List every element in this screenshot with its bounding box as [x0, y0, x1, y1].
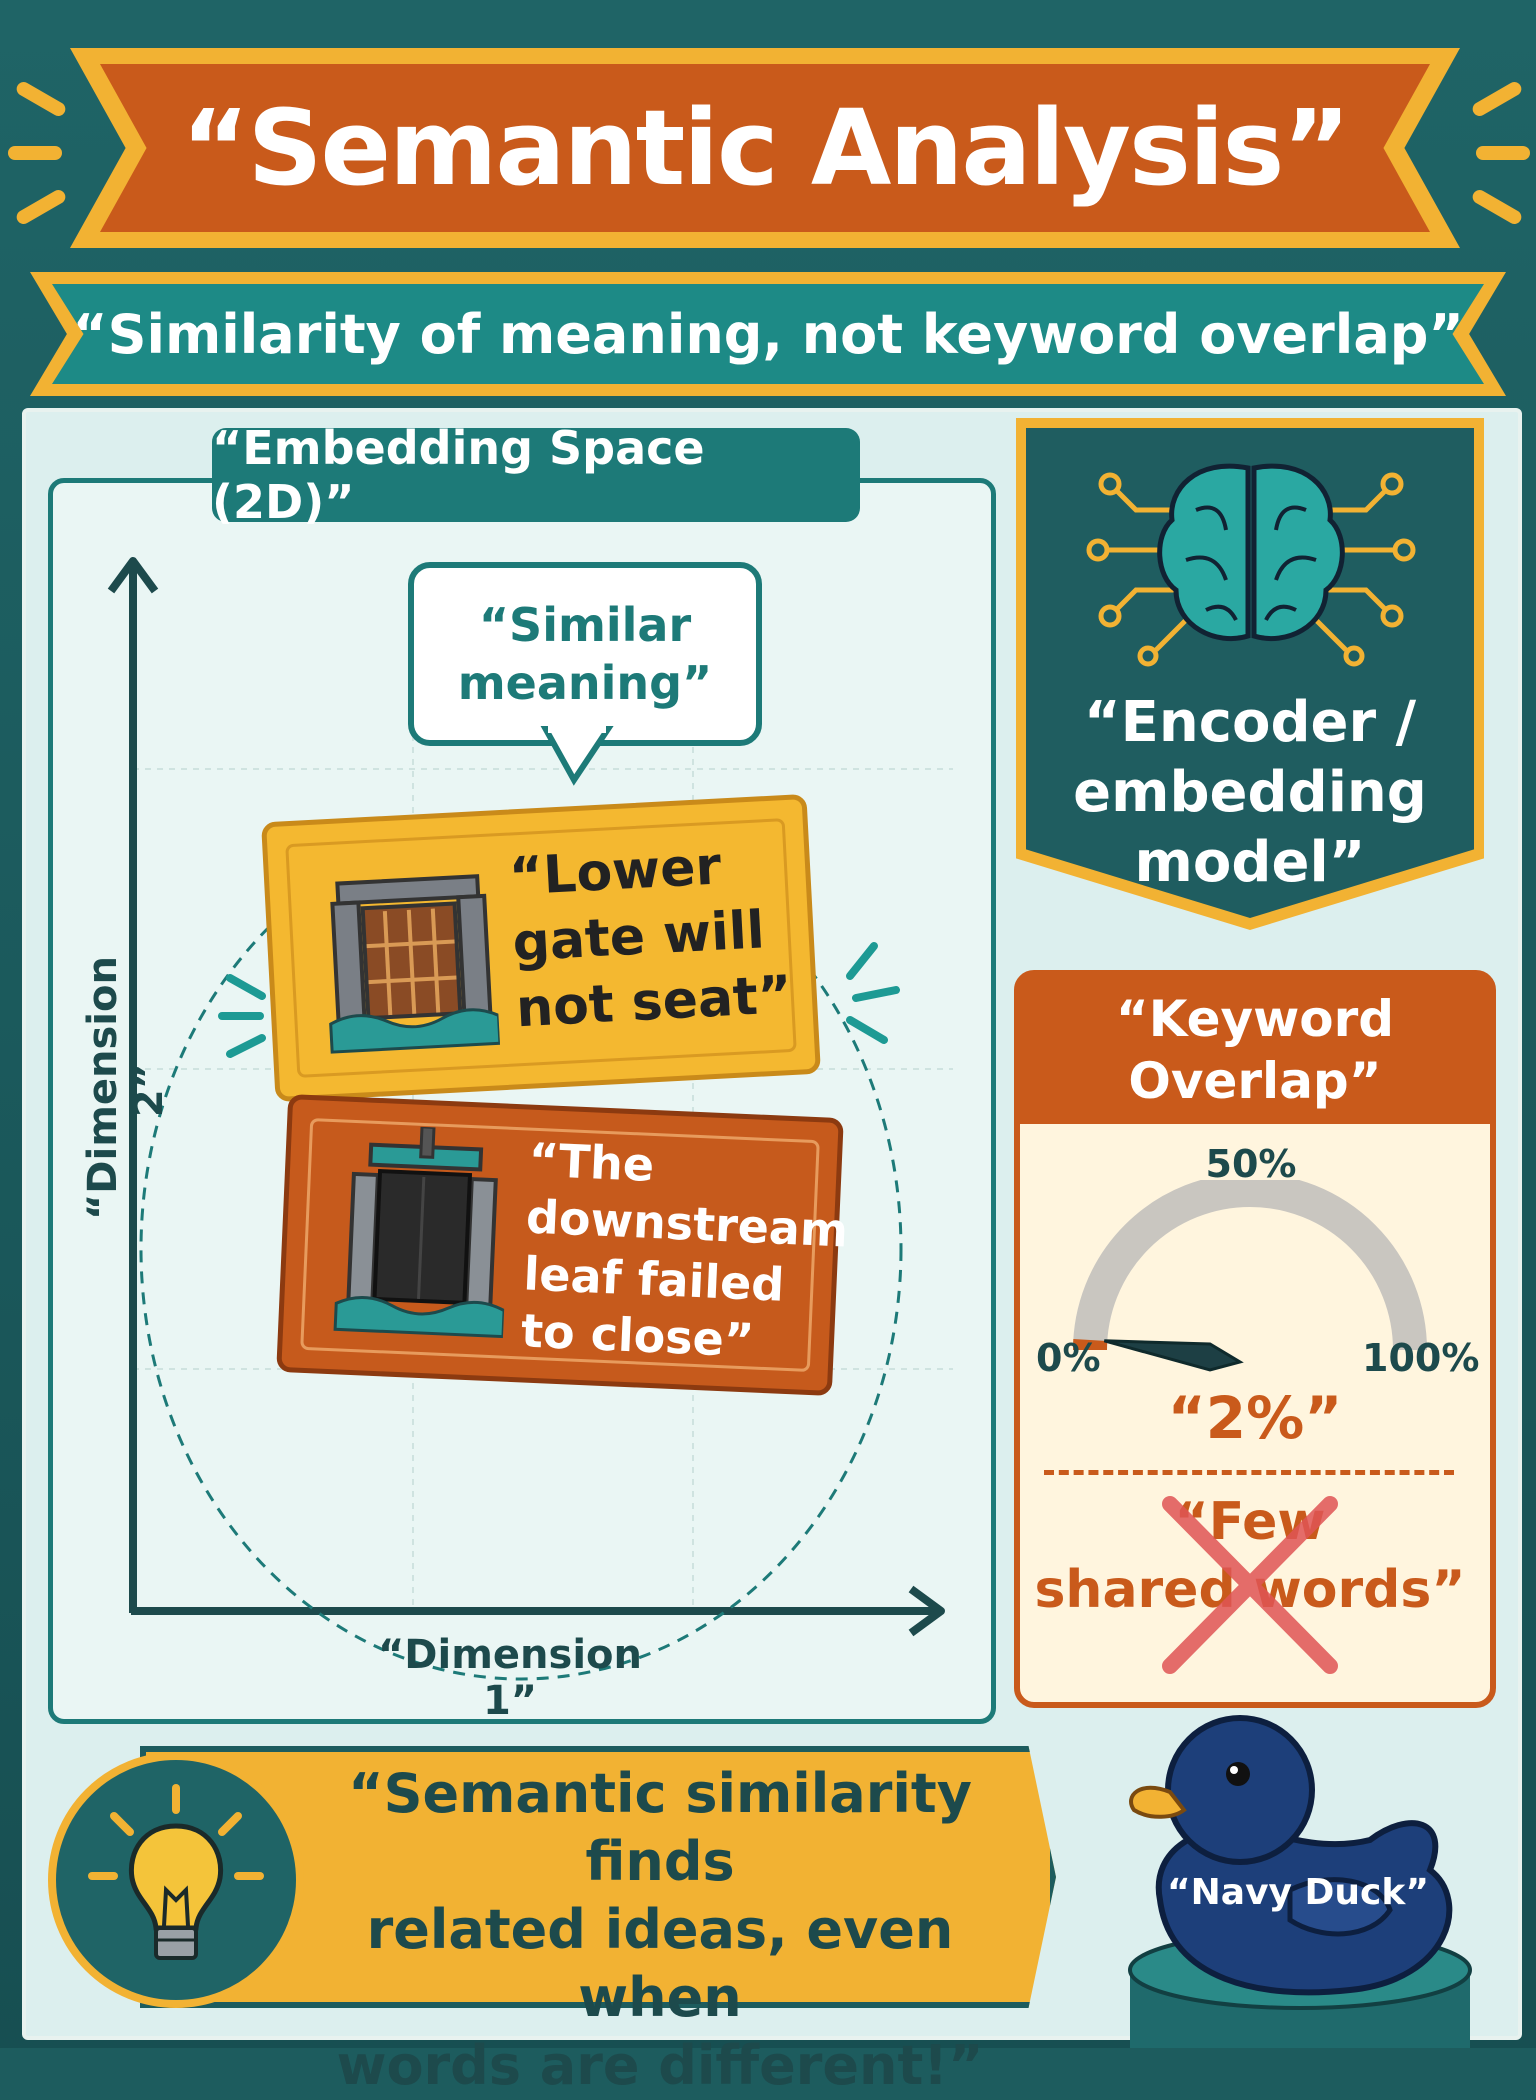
encoder-line: model” — [1026, 828, 1474, 898]
ticket-1-text: “Lower gate will not seat” — [508, 830, 798, 1042]
brain-circuit-icon — [1076, 450, 1426, 670]
encoder-line: “Encoder / — [1026, 688, 1474, 758]
divider — [1044, 1470, 1454, 1475]
tip-icon-circle — [48, 1752, 304, 2008]
gate-icon — [321, 866, 500, 1055]
burst-left-2 — [8, 146, 62, 160]
plot-title-tab: “Embedding Space (2D)” — [212, 428, 860, 522]
burst-left-1 — [14, 79, 68, 118]
burst-left-3 — [14, 187, 68, 226]
cross-icon — [1150, 1490, 1350, 1680]
sentence-ticket-2: “The downstream leaf failed to close” — [276, 1094, 844, 1396]
infographic: “Semantic Analysis” “Similarity of meani… — [0, 0, 1536, 2048]
keyword-title-line-2: Overlap” — [1128, 1052, 1381, 1110]
duck-head — [1168, 1718, 1312, 1862]
burst-right-2 — [1476, 146, 1530, 160]
mascot-label: “Navy Duck” — [1148, 1872, 1448, 1913]
ticket-2-text: “The downstream leaf failed to close” — [520, 1132, 830, 1373]
gauge-min-label: 0% — [1036, 1336, 1101, 1380]
burst-right-1 — [1470, 79, 1524, 118]
burst-right-3 — [1470, 187, 1524, 226]
encoder-label: “Encoder / embedding model” — [1026, 688, 1474, 898]
tip-line: words are different!” — [300, 2032, 1020, 2100]
keyword-title-line-1: “Keyword — [1116, 990, 1394, 1048]
sentence-ticket-1: “Lower gate will not seat” — [261, 794, 821, 1102]
tip-line: “Semantic similarity finds — [300, 1760, 1020, 1896]
x-axis-label: “Dimension 1” — [360, 1632, 660, 1724]
y-axis-label: “Dimension 2” — [80, 960, 140, 1220]
page-subtitle: “Similarity of meaning, not keyword over… — [72, 303, 1464, 366]
sparkle-left — [216, 960, 276, 1070]
title-banner: “Semantic Analysis” — [100, 64, 1430, 232]
duck-eye — [1226, 1762, 1250, 1786]
page-title: “Semantic Analysis” — [181, 87, 1349, 209]
subtitle-banner: “Similarity of meaning, not keyword over… — [52, 284, 1484, 384]
lightbulb-icon — [56, 1760, 296, 2000]
sluice-gate-icon — [333, 1123, 512, 1340]
overlap-value: “2%” — [1120, 1384, 1390, 1452]
callout-line-2: meaning” — [458, 656, 713, 710]
plot-title: “Embedding Space (2D)” — [212, 421, 860, 529]
tip-text: “Semantic similarity finds related ideas… — [300, 1760, 1020, 2100]
gauge-track — [1090, 1190, 1410, 1350]
gauge-max-label: 100% — [1362, 1336, 1479, 1380]
tip-line: related ideas, even when — [300, 1896, 1020, 2032]
callout-pointer — [540, 726, 620, 786]
callout-line-1: “Similar — [479, 598, 691, 652]
encoder-line: embedding — [1026, 758, 1474, 828]
sparkle-right — [834, 932, 904, 1052]
gauge-needle — [1104, 1341, 1240, 1370]
